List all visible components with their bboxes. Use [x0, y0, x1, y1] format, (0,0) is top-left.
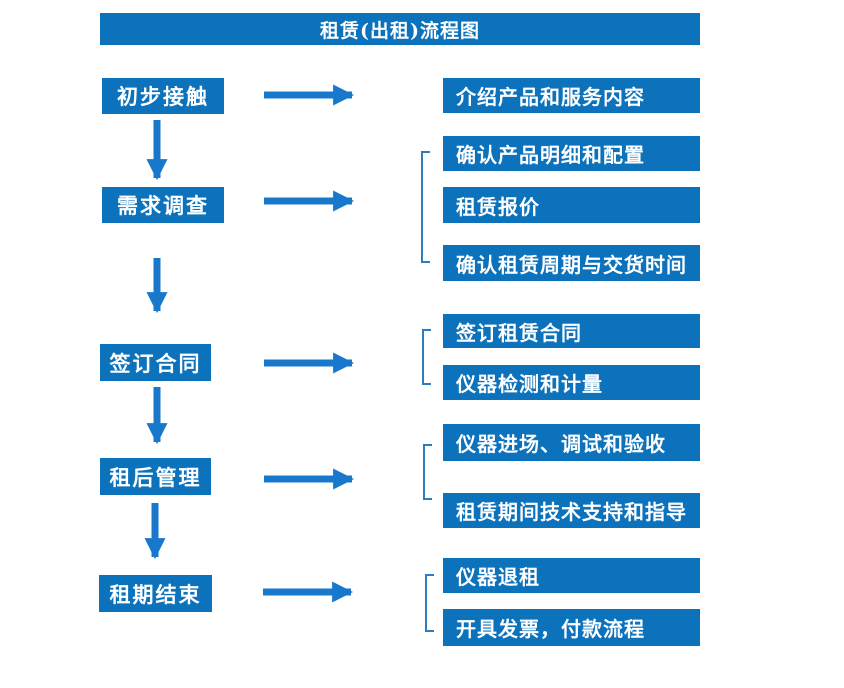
detail-confirm-product-config: 确认产品明细和配置 [443, 136, 700, 171]
step-demand-survey: 需求调查 [102, 187, 224, 223]
bracket-rental-end-group [425, 574, 434, 632]
detail-invoice-payment-process: 开具发票，付款流程 [443, 609, 700, 646]
detail-rental-tech-support-guidance: 租赁期间技术支持和指导 [443, 493, 700, 528]
detail-sign-rental-contract: 签订租赁合同 [443, 314, 700, 348]
step-sign-contract: 签订合同 [100, 344, 211, 381]
bracket-demand-survey-group [421, 151, 430, 263]
bracket-sign-contract-group [422, 329, 431, 385]
detail-instrument-inspection-metering: 仪器检测和计量 [443, 365, 700, 400]
detail-instrument-return: 仪器退租 [443, 558, 700, 593]
detail-rental-quotation: 租赁报价 [443, 187, 700, 223]
diagram-title: 租赁(出租)流程图 [100, 13, 700, 45]
bracket-post-rental-group [423, 444, 432, 500]
step-post-rental-management: 租后管理 [100, 458, 211, 495]
detail-confirm-rental-period-delivery: 确认租赁周期与交货时间 [443, 245, 700, 281]
detail-introduce-products-services: 介绍产品和服务内容 [443, 78, 700, 113]
step-initial-contact: 初步接触 [102, 78, 224, 114]
step-rental-end: 租期结束 [99, 575, 212, 612]
detail-instrument-setup-acceptance: 仪器进场、调试和验收 [443, 424, 700, 461]
